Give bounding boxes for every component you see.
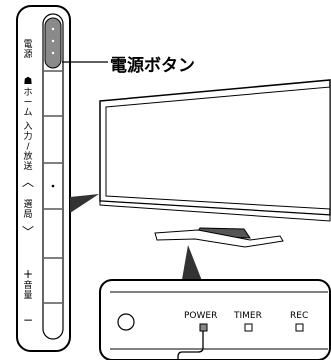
button-channel bbox=[42, 13, 64, 340]
channel-down-icon: ﹀ bbox=[21, 225, 34, 239]
input-label: 入力/放送 bbox=[23, 122, 33, 172]
indicator-panel-shape bbox=[99, 279, 331, 360]
volume-up-icon: + bbox=[22, 267, 34, 281]
tv-screen bbox=[105, 86, 331, 210]
timer-led bbox=[244, 323, 253, 332]
rec-indicator-label: REC bbox=[290, 311, 309, 321]
channel-up-icon: ︿ bbox=[21, 175, 34, 189]
power-button-callout: 電源ボタン bbox=[110, 56, 195, 76]
remote-sensor bbox=[117, 313, 135, 331]
home-label: ホーム bbox=[23, 88, 33, 118]
button-strip-outline bbox=[16, 5, 71, 352]
power-label: 電源 bbox=[23, 40, 33, 60]
rec-led bbox=[295, 323, 304, 332]
power-button-shape bbox=[44, 17, 62, 69]
volume-down-icon: − bbox=[22, 313, 34, 327]
strip-pointer bbox=[70, 194, 99, 213]
power-led bbox=[199, 323, 208, 332]
home-icon: ☗ bbox=[23, 76, 33, 87]
power-pointer-line bbox=[177, 331, 204, 360]
volume-label: 音量 bbox=[23, 281, 33, 301]
channel-label: 選局 bbox=[23, 200, 33, 220]
power-indicator-label: POWER bbox=[184, 311, 218, 321]
timer-indicator-label: TIMER bbox=[234, 311, 262, 321]
